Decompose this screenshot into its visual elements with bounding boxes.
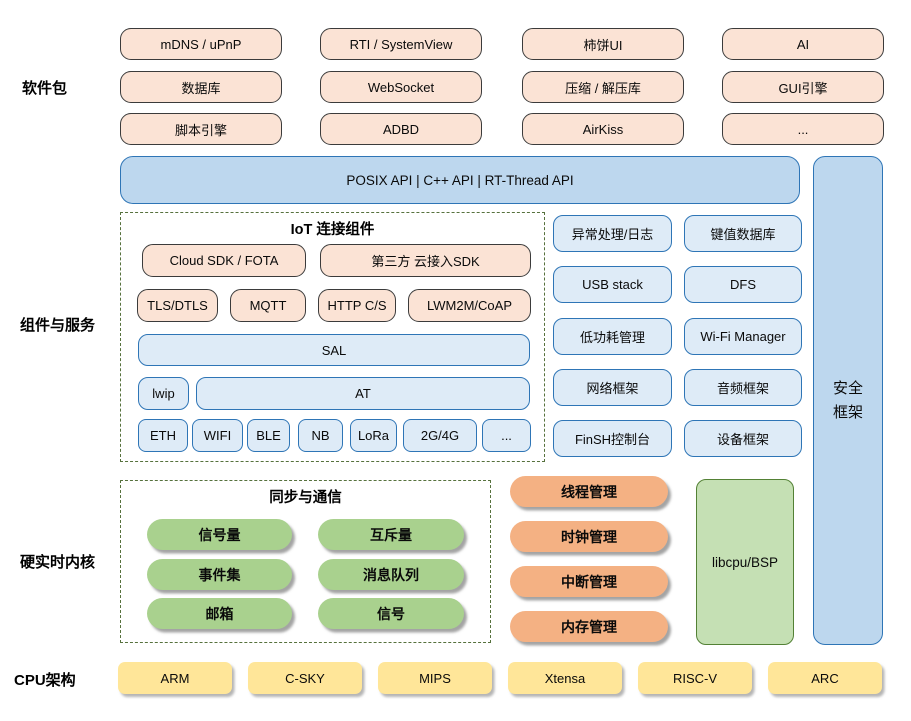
iot-link-lora: LoRa: [350, 419, 397, 452]
iot-sal: SAL: [138, 334, 530, 366]
pkg-persimmon-ui: 柿饼UI: [522, 28, 684, 60]
sync-mutex: 互斥量: [318, 519, 464, 550]
security-framework-bar: 安全 框架: [813, 156, 883, 645]
pkg-rti-systemview: RTI / SystemView: [320, 28, 482, 60]
iot-link-wifi: WIFI: [192, 419, 243, 452]
mgr-memory: 内存管理: [510, 611, 668, 642]
api-layer-bar: POSIX API | C++ API | RT-Thread API: [120, 156, 800, 204]
iot-components-group: [120, 212, 545, 462]
iot-link-nb: NB: [298, 419, 343, 452]
pkg-airkiss: AirKiss: [522, 113, 684, 145]
cpu-mips: MIPS: [378, 662, 492, 694]
security-framework-line2: 框架: [832, 403, 863, 421]
pkg-compression: 压缩 / 解压库: [522, 71, 684, 103]
mgr-interrupt: 中断管理: [510, 566, 668, 597]
cpu-csky: C-SKY: [248, 662, 362, 694]
pkg-more: ...: [722, 113, 884, 145]
svc-usb-stack: USB stack: [553, 266, 672, 303]
pkg-websocket: WebSocket: [320, 71, 482, 103]
sync-comm-title: 同步与通信: [269, 490, 342, 506]
svc-low-power: 低功耗管理: [553, 318, 672, 355]
pkg-adbd: ADBD: [320, 113, 482, 145]
svc-network-frame: 网络框架: [553, 369, 672, 406]
iot-link-eth: ETH: [138, 419, 188, 452]
iot-link-ble: BLE: [247, 419, 290, 452]
iot-http-cs: HTTP C/S: [318, 289, 396, 322]
svc-kv-database: 键值数据库: [684, 215, 802, 252]
section-label-components-services: 组件与服务: [20, 317, 96, 334]
svc-dfs: DFS: [684, 266, 802, 303]
iot-cloud-sdk-fota: Cloud SDK / FOTA: [142, 244, 306, 277]
pkg-ai: AI: [722, 28, 884, 60]
iot-lwm2m-coap: LWM2M/CoAP: [408, 289, 531, 322]
svc-exception-log: 异常处理/日志: [553, 215, 672, 252]
sync-msg-queue: 消息队列: [318, 559, 464, 590]
section-label-cpu-arch: CPU架构: [14, 672, 76, 689]
cpu-arc: ARC: [768, 662, 882, 694]
svc-audio-frame: 音频框架: [684, 369, 802, 406]
iot-tls-dtls: TLS/DTLS: [137, 289, 218, 322]
sync-signal: 信号: [318, 598, 464, 629]
pkg-database: 数据库: [120, 71, 282, 103]
iot-lwip: lwip: [138, 377, 189, 410]
sync-mailbox: 邮箱: [147, 598, 292, 629]
pkg-script-engine: 脚本引擎: [120, 113, 282, 145]
section-label-software-packages: 软件包: [22, 80, 68, 97]
sync-event-set: 事件集: [147, 559, 292, 590]
sync-semaphore: 信号量: [147, 519, 292, 550]
iot-components-title: IoT 连接组件: [290, 222, 375, 238]
cpu-riscv: RISC-V: [638, 662, 752, 694]
cpu-arm: ARM: [118, 662, 232, 694]
libcpu-bsp: libcpu/BSP: [696, 479, 794, 645]
mgr-thread: 线程管理: [510, 476, 668, 507]
iot-link-more: ...: [482, 419, 531, 452]
mgr-clock: 时钟管理: [510, 521, 668, 552]
svc-finsh-console: FinSH控制台: [553, 420, 672, 457]
section-label-realtime-kernel: 硬实时内核: [20, 554, 96, 571]
svc-wifi-manager: Wi-Fi Manager: [684, 318, 802, 355]
pkg-gui-engine: GUI引擎: [722, 71, 884, 103]
iot-link-2g4g: 2G/4G: [403, 419, 477, 452]
iot-thirdparty-sdk: 第三方 云接入SDK: [320, 244, 531, 277]
svc-device-frame: 设备框架: [684, 420, 802, 457]
cpu-xtensa: Xtensa: [508, 662, 622, 694]
sync-comm-group: [120, 480, 491, 643]
iot-at: AT: [196, 377, 530, 410]
pkg-mdns-upnp: mDNS / uPnP: [120, 28, 282, 60]
iot-mqtt: MQTT: [230, 289, 306, 322]
security-framework-line1: 安全: [832, 380, 863, 398]
